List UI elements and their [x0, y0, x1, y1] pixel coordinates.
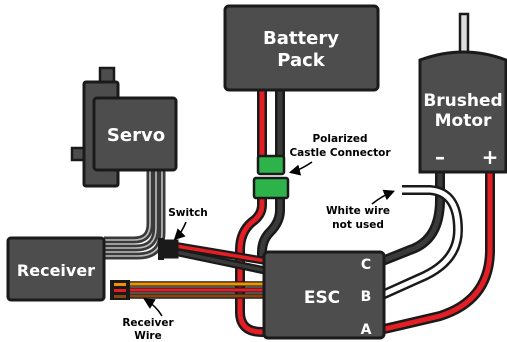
white-wire-callout-line1: White wire — [326, 205, 390, 217]
white-wire-callout-arrow — [371, 189, 395, 205]
servo-label: Servo — [107, 125, 165, 146]
motor-label-line1: Brushed — [423, 91, 502, 111]
servo: Servo — [70, 66, 178, 188]
connector-callout-line1: Polarized — [312, 133, 367, 145]
motor-shaft — [458, 12, 470, 58]
esc-label: ESC — [304, 288, 340, 308]
receiver-wire-callout-line1: Receiver — [122, 317, 174, 329]
receiver-label: Receiver — [17, 261, 95, 280]
motor-label-line2: Motor — [435, 111, 492, 131]
connector-callout-arrow — [288, 161, 313, 176]
esc-terminal-b: B — [361, 289, 372, 305]
servo-cable — [104, 170, 166, 260]
esc: ESC C B A — [262, 250, 386, 340]
connector-callout: Polarized Castle Connector — [288, 133, 391, 176]
battery-pack: Battery Pack — [223, 4, 380, 92]
motor-red-wire — [378, 172, 495, 335]
motor-black-wire — [378, 172, 445, 267]
switch-wires — [175, 242, 273, 276]
servo-horn-top — [98, 66, 116, 84]
battery-label-line1: Battery — [263, 28, 339, 49]
esc-red-lead — [235, 196, 278, 337]
brushed-motor: Brushed Motor – + — [418, 12, 507, 174]
receiver-wire-callout: Receiver Wire — [122, 298, 174, 342]
white-wire-callout-line2: not used — [332, 219, 384, 231]
switch-callout: Switch — [168, 207, 208, 241]
switch — [158, 238, 179, 260]
white-wire-callout: White wire not used — [326, 189, 395, 231]
esc-terminal-a: A — [361, 322, 372, 338]
connector-callout-line2: Castle Connector — [289, 147, 391, 159]
receiver: Receiver — [6, 236, 106, 302]
motor-white-wire — [377, 185, 464, 301]
esc-black-lead — [257, 196, 285, 262]
receiver-wire — [128, 281, 284, 299]
switch-callout-arrow — [173, 221, 187, 241]
receiver-wire-callout-line2: Wire — [134, 330, 161, 342]
battery-label-line2: Pack — [277, 50, 326, 71]
battery-leads — [257, 90, 285, 158]
switch-callout-label: Switch — [168, 207, 208, 219]
motor-minus-terminal: – — [435, 145, 445, 169]
motor-plus-terminal: + — [482, 145, 499, 169]
receiver-plug — [110, 280, 130, 300]
castle-connector — [252, 154, 290, 200]
receiver-wire-callout-arrow — [143, 298, 163, 317]
esc-terminal-c: C — [361, 257, 371, 273]
